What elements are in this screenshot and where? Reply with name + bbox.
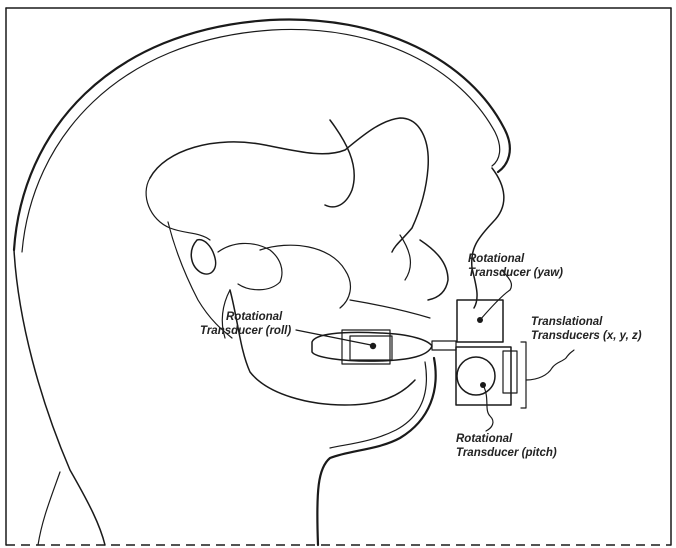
head-outline [14, 19, 510, 545]
label-yaw-line1: Rotational [468, 253, 525, 265]
skull-outline [146, 118, 430, 405]
label-pitch-line1: Rotational [456, 433, 513, 445]
label-roll-line1: Rotational [226, 311, 283, 323]
label-translational: Translational Transducers (x, y, z) [531, 316, 642, 342]
label-roll-line2: Transducer (roll) [200, 325, 291, 337]
label-trans-line2: Transducers (x, y, z) [531, 330, 642, 342]
label-pitch: Rotational Transducer (pitch) [456, 433, 557, 459]
label-yaw: Rotational Transducer (yaw) [468, 253, 563, 279]
translational-bracket [521, 342, 574, 408]
figure-frame [6, 8, 671, 545]
roll-transducer-mouthpiece [296, 330, 456, 364]
label-pitch-line2: Transducer (pitch) [456, 447, 557, 459]
label-yaw-line2: Transducer (yaw) [468, 267, 563, 279]
label-trans-line1: Translational [531, 316, 603, 328]
yaw-transducer-box [457, 270, 511, 342]
label-roll: Rotational Transducer (roll) [200, 311, 291, 337]
pitch-transducer-box [456, 347, 517, 431]
